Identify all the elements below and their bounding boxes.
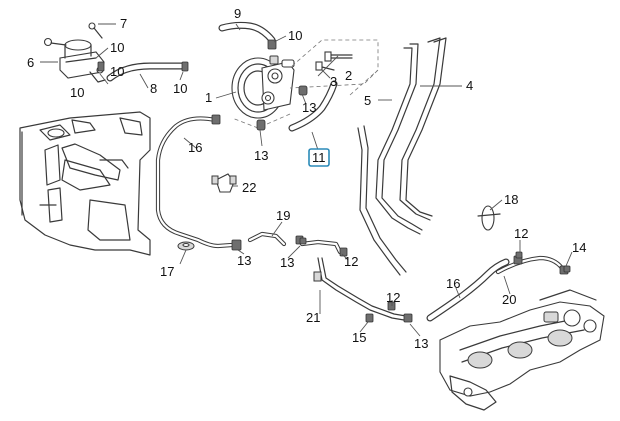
label-18: 18	[504, 192, 518, 207]
bolt-part-7	[88, 22, 103, 39]
label-9: 9	[234, 6, 241, 21]
label-13-d: 13	[280, 255, 294, 270]
label-10-d: 10	[173, 81, 187, 96]
valve-part-22	[211, 173, 237, 193]
label-10-top: 10	[288, 28, 302, 43]
label-1: 1	[205, 90, 212, 105]
dashed-boundary	[231, 39, 379, 129]
label-20: 20	[502, 292, 516, 307]
bolt-part-2	[324, 51, 353, 62]
hose-part-16	[426, 258, 510, 322]
label-16: 16	[446, 276, 460, 291]
label-10-a: 10	[110, 40, 124, 55]
label-5: 5	[364, 93, 371, 108]
label-12-a: 12	[344, 254, 358, 269]
label-14: 16	[188, 140, 202, 155]
clips-around-booster	[256, 85, 308, 131]
label-12-b: 12	[386, 290, 400, 305]
label-7: 7	[120, 16, 127, 31]
label-10-b: 10	[110, 64, 124, 79]
label-13-f: 14	[572, 240, 586, 255]
label-13-e: 13	[414, 336, 428, 351]
grommet-part-17	[177, 241, 195, 251]
intake-manifold	[439, 289, 605, 411]
label-10-c: 10	[70, 85, 84, 100]
small-fittings	[299, 237, 571, 323]
tank-assembly	[19, 111, 151, 256]
pipe-part-21	[299, 239, 413, 323]
label-11: 11	[312, 150, 326, 165]
label-13-b: 13	[254, 148, 268, 163]
pipe-part-14	[155, 114, 242, 251]
label-2: 2	[345, 68, 352, 83]
part-labels: 7 6 10 10 10 8 10 9 10 1 2 3 4 5 13 13 1…	[27, 6, 586, 351]
canister-part-6	[43, 37, 106, 83]
highlight-callout-11	[308, 148, 330, 167]
label-8: 8	[150, 81, 157, 96]
label-17: 17	[160, 264, 174, 279]
label-4: 4	[466, 78, 473, 93]
label-13-a: 13	[302, 100, 316, 115]
hose-part-11	[288, 80, 338, 132]
label-13-c: 13	[237, 253, 251, 268]
label-3: 3	[330, 74, 337, 89]
hose-part-20	[495, 255, 569, 275]
label-21: 21	[306, 310, 320, 325]
pipe-part-19	[247, 231, 304, 247]
label-12-c: 12	[514, 226, 528, 241]
rigid-lines-part-4-5	[357, 37, 447, 276]
leader-lines	[40, 23, 573, 337]
label-22: 22	[242, 180, 256, 195]
brake-booster-part-1	[231, 55, 295, 119]
clip-part-10-left	[97, 61, 189, 72]
label-15: 15	[352, 330, 366, 345]
hose-part-9	[218, 21, 277, 50]
label-6: 6	[27, 55, 34, 70]
plate-part-18	[477, 205, 501, 231]
hose-part-8	[106, 62, 186, 82]
label-19: 19	[276, 208, 290, 223]
